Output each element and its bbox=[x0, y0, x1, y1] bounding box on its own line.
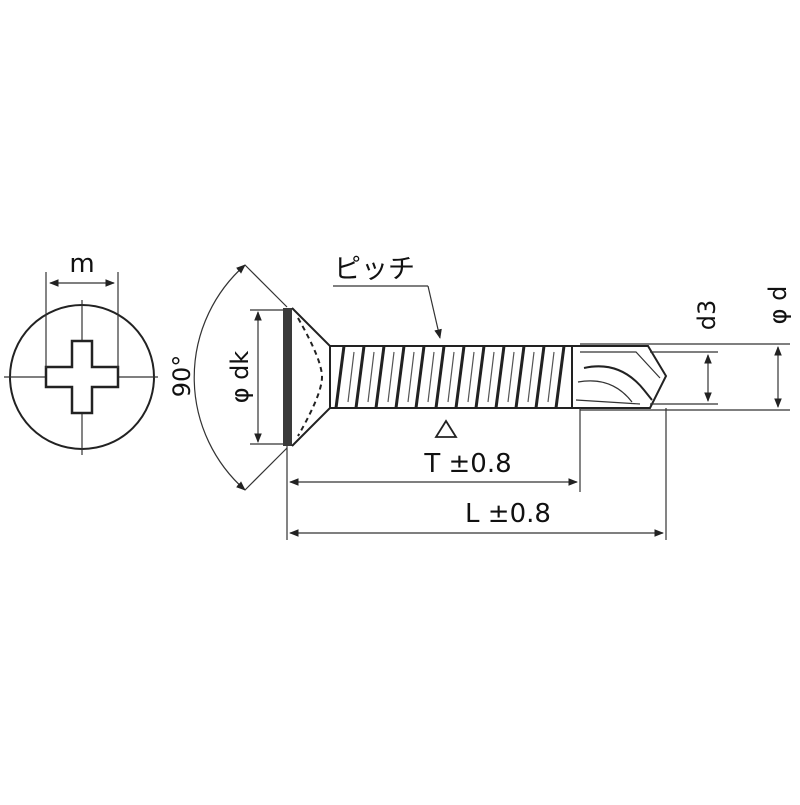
screw-side-view: 90° φ dk bbox=[168, 254, 792, 540]
angle-ext-top bbox=[244, 264, 288, 308]
head-top-view: m bbox=[4, 249, 158, 455]
d-label: φ d bbox=[764, 286, 792, 325]
head-top-band bbox=[283, 308, 292, 446]
head-cone bbox=[291, 307, 331, 447]
drill-point bbox=[571, 345, 668, 409]
recess-depth-hidden bbox=[297, 317, 324, 437]
angle-label: 90° bbox=[168, 355, 196, 398]
triangle-mark-icon bbox=[434, 419, 458, 438]
dk-label: φ dk bbox=[226, 351, 254, 404]
phillips-recess-icon bbox=[44, 339, 120, 415]
l-label: L ±0.8 bbox=[465, 499, 551, 529]
pitch-leader bbox=[427, 285, 442, 339]
t-label: T ±0.8 bbox=[423, 449, 511, 479]
d3-label: d3 bbox=[693, 300, 721, 331]
thread-roots bbox=[347, 351, 555, 403]
thread-crests bbox=[334, 345, 566, 409]
angle-arc bbox=[193, 264, 246, 491]
angle-ext-bottom bbox=[244, 447, 288, 491]
m-label: m bbox=[69, 249, 94, 279]
pitch-label: ピッチ bbox=[334, 254, 415, 285]
